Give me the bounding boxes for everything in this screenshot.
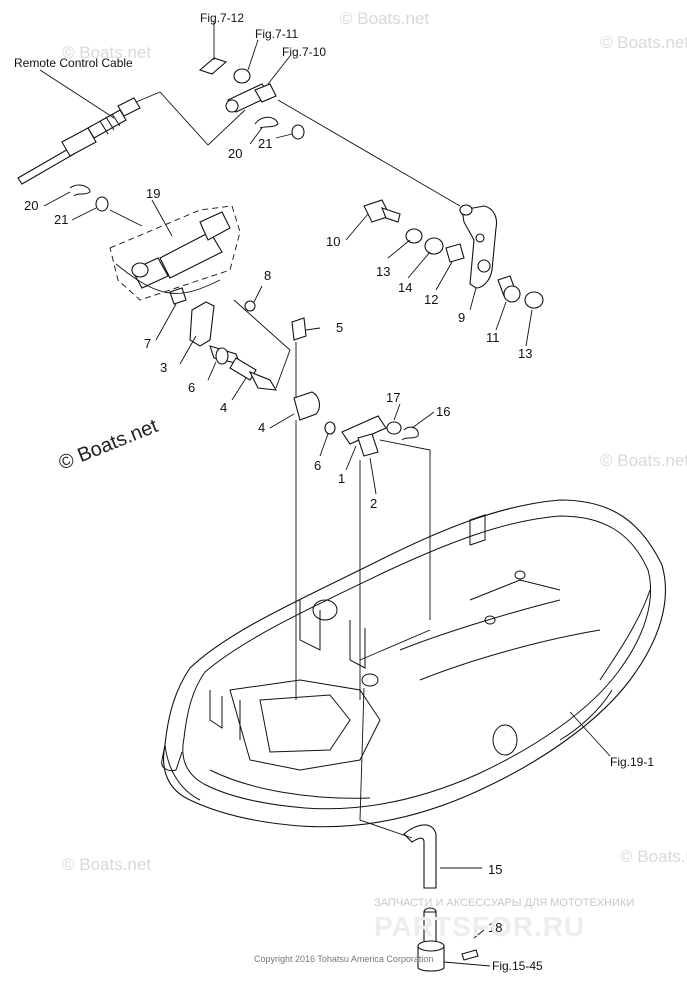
callout-11: 11 <box>486 330 500 345</box>
bottom-cowl <box>161 499 666 828</box>
callout-21-lower: 21 <box>54 212 68 227</box>
fig-15-45-label: Fig.15-45 <box>492 959 543 973</box>
callout-12: 12 <box>424 292 438 307</box>
leader-lines <box>39 22 611 967</box>
callout-19: 19 <box>146 186 160 201</box>
throttle-link-lower <box>169 287 419 457</box>
callout-14: 14 <box>398 280 412 295</box>
copyright-notice: Copyright 2016 Tohatsu America Corporati… <box>254 954 433 964</box>
stamp-brand: PARTSFOR.RU <box>374 911 585 942</box>
cable-end-assembly <box>69 184 241 301</box>
drain-hose <box>403 824 479 972</box>
callout-8: 8 <box>264 268 271 283</box>
callout-13-left: 13 <box>376 264 390 279</box>
callout-1: 1 <box>338 471 345 486</box>
callout-7: 7 <box>144 336 151 351</box>
callout-18: 18 <box>488 920 502 935</box>
callout-13-right: 13 <box>518 346 532 361</box>
callout-20-lower: 20 <box>24 198 38 213</box>
callout-20-upper: 20 <box>228 146 242 161</box>
watermark-mid-right: © Boats.net <box>600 451 687 470</box>
throttle-linkage-upper <box>198 57 305 140</box>
callout-6-right: 6 <box>314 458 321 473</box>
remote-control-cable-label: Remote Control Cable <box>14 56 133 70</box>
watermark-bottom-right: © Boats.net <box>620 847 687 866</box>
partsfor-stamp: ЗАПЧАСТИ И АКСЕССУАРЫ ДЛЯ МОТОТЕХНИКИ PA… <box>374 897 634 942</box>
remote-control-cable <box>17 97 141 185</box>
callout-5: 5 <box>336 320 343 335</box>
callout-2: 2 <box>370 496 377 511</box>
watermark-top-right: © Boats.net <box>600 33 687 52</box>
part-callouts: 1 2 3 4 4 5 6 6 7 8 9 10 11 12 13 13 14 … <box>24 136 532 935</box>
callout-4-upper: 4 <box>220 400 227 415</box>
boats-net-watermark: © Boats.net <box>56 415 162 475</box>
stamp-tagline: ЗАПЧАСТИ И АКСЕССУАРЫ ДЛЯ МОТОТЕХНИКИ <box>374 897 634 909</box>
callout-6-left: 6 <box>188 380 195 395</box>
fig-7-12-label: Fig.7-12 <box>200 11 244 25</box>
watermark-top-left: © Boats.net <box>62 43 151 62</box>
callout-9: 9 <box>458 310 465 325</box>
fig-7-10-label: Fig.7-10 <box>282 45 326 59</box>
fig-7-11-label: Fig.7-11 <box>255 27 298 41</box>
callout-16: 16 <box>436 404 450 419</box>
figure-references: Remote Control Cable Fig.7-12 Fig.7-11 F… <box>14 11 654 973</box>
watermark-top-center: © Boats.net <box>340 9 429 28</box>
throttle-arm <box>459 204 544 309</box>
callout-15: 15 <box>488 862 502 877</box>
fig-19-1-label: Fig.19-1 <box>610 755 654 769</box>
bolt-and-washers <box>363 199 465 263</box>
callout-3: 3 <box>160 360 167 375</box>
watermark-bottom-left: © Boats.net <box>62 855 151 874</box>
callout-4-lower: 4 <box>258 420 265 435</box>
callout-10: 10 <box>326 234 340 249</box>
callout-17: 17 <box>386 390 400 405</box>
callout-21-upper: 21 <box>258 136 272 151</box>
